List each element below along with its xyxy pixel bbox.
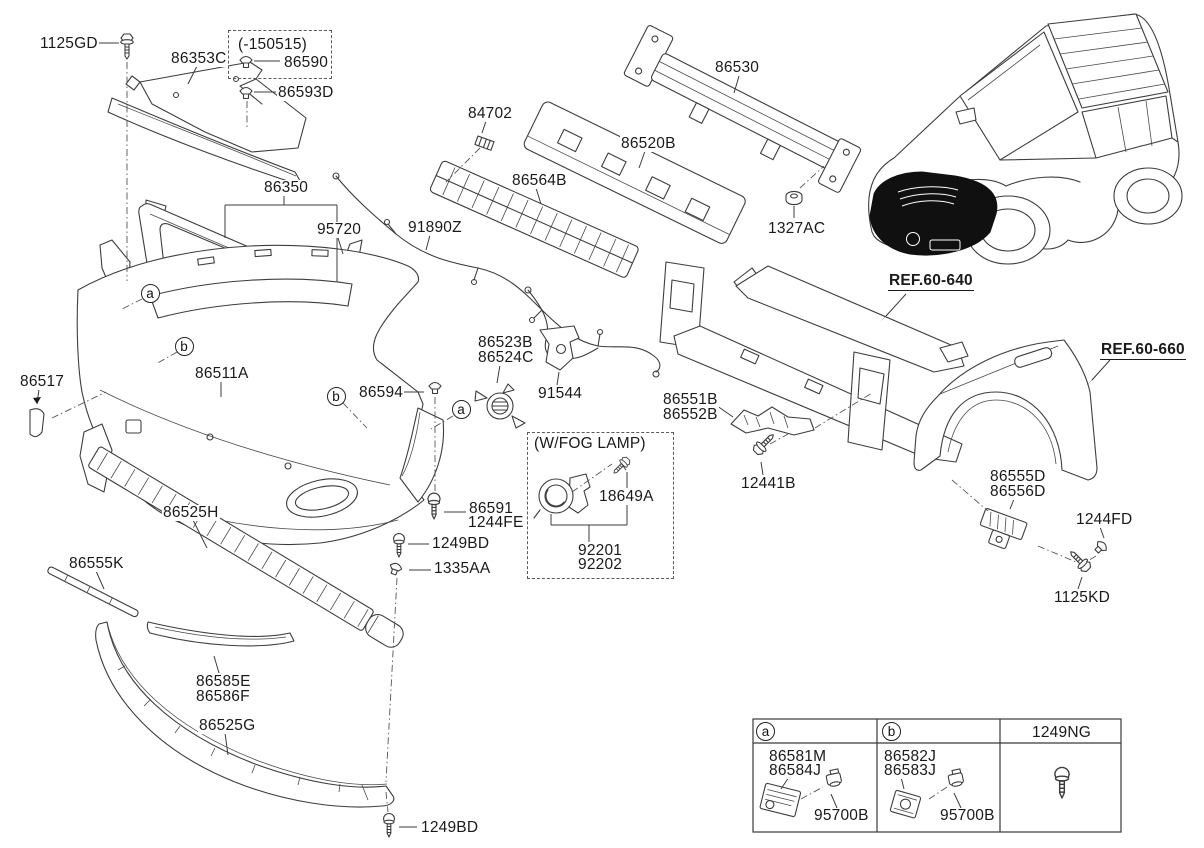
fender-bracket-86555D-drawing bbox=[979, 508, 1028, 550]
part-label-150515: (-150515) bbox=[237, 36, 309, 54]
part-label-91544: 91544 bbox=[537, 385, 584, 403]
part-label-wfoglamp: (W/FOG LAMP) bbox=[533, 435, 647, 453]
part-label-ref60660: REF.60-660 bbox=[1100, 341, 1186, 361]
part-label-1327ac: 1327AC bbox=[767, 220, 827, 238]
part-label-86520b: 86520B bbox=[620, 135, 677, 153]
screw-86591-icon bbox=[427, 492, 441, 520]
part-label-92202: 92202 bbox=[577, 556, 624, 574]
lower-grille-86525H-drawing bbox=[79, 423, 404, 648]
legend-table bbox=[752, 718, 1122, 833]
part-label-1125gd: 1125GD bbox=[39, 35, 99, 53]
part-label-86564b: 86564B bbox=[511, 172, 568, 190]
horn-86523B-drawing bbox=[474, 383, 526, 429]
front-bumper-cover-drawing bbox=[76, 239, 445, 546]
legend-bracket-b-icon bbox=[889, 789, 922, 819]
part-label-86511a: 86511A bbox=[194, 365, 250, 383]
part-label-86524c: 86524C bbox=[477, 349, 535, 367]
part-label-92201: 92201 bbox=[577, 542, 624, 560]
wiring-harness-drawing bbox=[332, 172, 661, 378]
legend-marker-a: a bbox=[756, 722, 775, 741]
part-label-1244fe: 1244FE bbox=[467, 514, 525, 532]
part-label-86585e: 86585E bbox=[195, 673, 252, 691]
part-label-86530: 86530 bbox=[714, 59, 761, 77]
clip-1335AA-icon bbox=[387, 561, 404, 577]
part-label-86517: 86517 bbox=[19, 373, 66, 391]
leader-lines bbox=[95, 42, 1105, 828]
side-bracket-86551B-drawing bbox=[730, 406, 815, 436]
part-label-95720: 95720 bbox=[316, 221, 363, 239]
diagram-marker-b-1: b bbox=[174, 336, 194, 356]
part-label-86555k: 86555K bbox=[68, 555, 125, 573]
part-label-86525g: 86525G bbox=[198, 717, 257, 735]
part-label-1244fd: 1244FD bbox=[1075, 511, 1134, 529]
bracket-84702-drawing bbox=[474, 135, 495, 151]
part-label-86591: 86591 bbox=[468, 500, 515, 518]
part-label-86593d: 86593D bbox=[277, 84, 335, 102]
part-label-18649a: 18649A bbox=[598, 488, 655, 506]
legend-screw-1249NG-icon bbox=[1054, 766, 1070, 799]
legend-a-part-1: 86581M bbox=[768, 748, 828, 766]
part-label-86590: 86590 bbox=[283, 54, 330, 72]
part-label-12441b: 12441B bbox=[740, 475, 797, 493]
legend-header-1249NG: 1249NG bbox=[1032, 724, 1091, 741]
part-label-86586f: 86586F bbox=[195, 688, 251, 706]
lower-lip-86525G-drawing bbox=[95, 621, 395, 808]
diagram-marker-b-2: b bbox=[326, 386, 346, 406]
part-label-86594: 86594 bbox=[358, 384, 405, 402]
screw-1249BD-icon bbox=[392, 532, 406, 558]
part-label-ref60640: REF.60-640 bbox=[888, 272, 974, 292]
bracket-91544-drawing bbox=[539, 325, 580, 371]
part-label-91890z: 91890Z bbox=[407, 219, 463, 237]
part-label-86555d: 86555D bbox=[989, 468, 1047, 486]
front-end-module-carrier-drawing bbox=[659, 261, 969, 463]
part-label-1125kd: 1125KD bbox=[1053, 589, 1112, 607]
legend-a-part-2: 86584J bbox=[768, 762, 823, 780]
bumper-upper-cover-drawing bbox=[107, 61, 307, 187]
part-label-86556d: 86556D bbox=[989, 483, 1047, 501]
clip-1244FD-icon bbox=[1091, 538, 1110, 557]
legend-b-part-1: 86582J bbox=[883, 748, 938, 766]
front-fender-drawing bbox=[913, 339, 1111, 481]
diagram-marker-a-3: a bbox=[451, 399, 471, 419]
part-label-1249bd: 1249BD bbox=[420, 819, 480, 837]
bolt-1125GD-icon bbox=[120, 33, 134, 60]
part-label-86525h: 86525H bbox=[162, 504, 220, 522]
part-label-1249bd: 1249BD bbox=[431, 535, 491, 553]
vehicle-illustration bbox=[868, 13, 1183, 265]
upper-absorber-86520B-drawing bbox=[523, 101, 746, 244]
bumper-reinforcement-86530-drawing bbox=[623, 25, 862, 193]
part-label-1335aa: 1335AA bbox=[433, 560, 492, 578]
diagram-marker-a-0: a bbox=[140, 283, 160, 303]
trim-86585E-drawing bbox=[146, 621, 295, 647]
legend-bracket-a-icon bbox=[759, 782, 802, 818]
legend-sensor-a-icon bbox=[824, 768, 843, 788]
assembly-centerlines bbox=[51, 62, 1097, 813]
screw-1249BD-bottom-icon bbox=[382, 812, 396, 838]
fog-lamp-drawing bbox=[533, 473, 591, 519]
production-date-box bbox=[228, 30, 332, 79]
bolt-12441B-icon bbox=[750, 429, 779, 458]
legend-a-sensor: 95700B bbox=[813, 807, 870, 825]
part-label-86523b: 86523B bbox=[477, 334, 534, 352]
clip-86594-icon bbox=[428, 381, 442, 395]
part-label-86552b: 86552B bbox=[662, 406, 719, 424]
part-label-86353c: 86353C bbox=[170, 50, 228, 68]
nut-1327AC-icon bbox=[785, 190, 803, 206]
part-label-86551b: 86551B bbox=[662, 391, 719, 409]
legend-sensor-b-icon bbox=[946, 768, 965, 788]
bolt-1125KD-icon bbox=[1065, 546, 1094, 575]
legend-b-sensor: 95700B bbox=[939, 807, 996, 825]
tow-hook-cover-86517-drawing bbox=[29, 388, 45, 438]
molding-86555K-drawing bbox=[47, 566, 139, 618]
fog-lamp-option-box bbox=[527, 432, 674, 579]
legend-marker-b: b bbox=[882, 722, 901, 741]
part-label-84702: 84702 bbox=[467, 105, 514, 123]
part-label-86350: 86350 bbox=[263, 179, 310, 197]
legend-b-part-2: 86583J bbox=[883, 762, 938, 780]
